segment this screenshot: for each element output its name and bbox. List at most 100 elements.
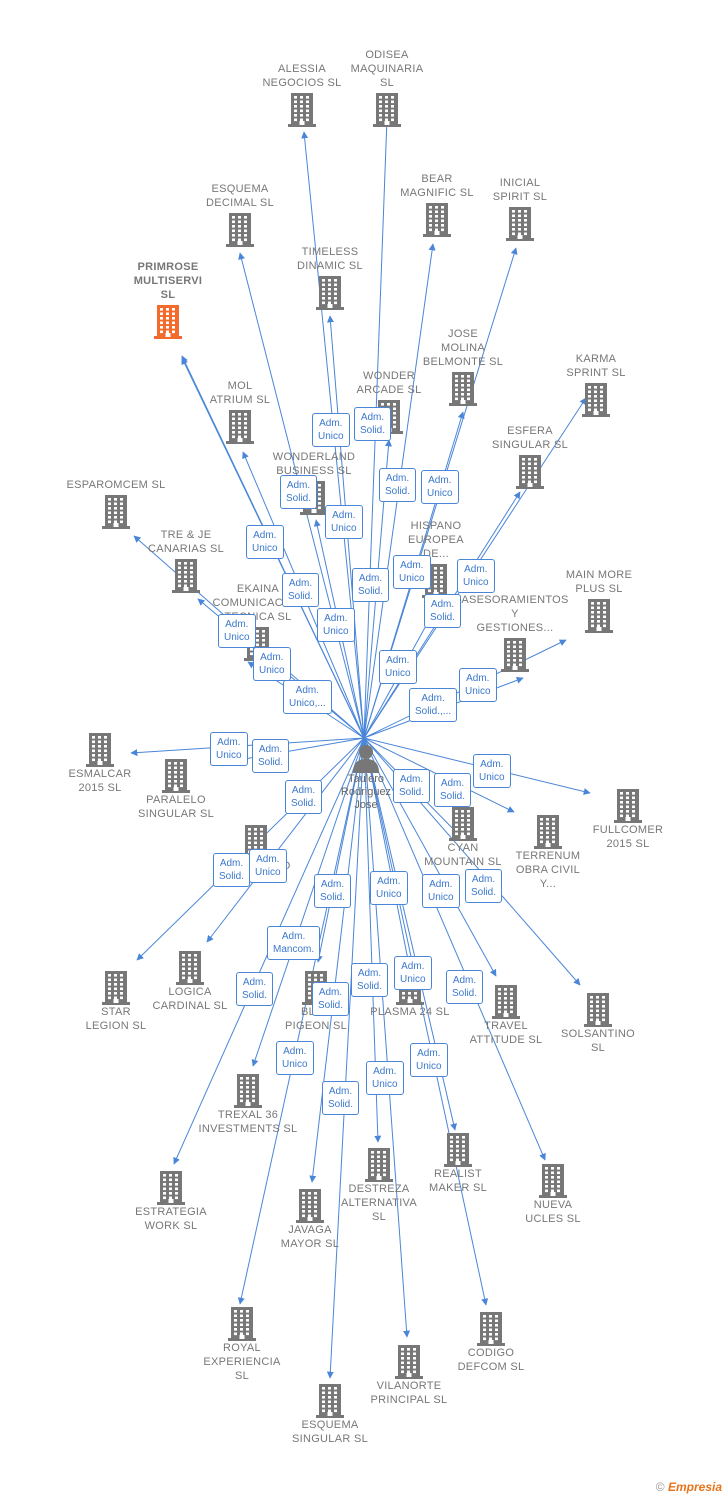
role-label-r1[interactable]: Adm. Unico: [312, 413, 350, 447]
building-icon: [226, 410, 254, 444]
role-label-r18[interactable]: Adm. Unico: [459, 668, 497, 702]
role-label-r30[interactable]: Adm. Unico: [422, 874, 460, 908]
building-icon: [584, 993, 612, 1027]
role-label-r19[interactable]: Adm. Solid.,...: [409, 688, 458, 722]
role-label-r34[interactable]: Adm. Solid.: [312, 982, 350, 1016]
company-node-alessia[interactable]: ALESSIA NEGOCIOS SL: [247, 62, 357, 127]
role-label-r2[interactable]: Adm. Solid.: [354, 407, 392, 441]
role-label-r26[interactable]: Adm. Solid.: [213, 853, 251, 887]
role-label-r6[interactable]: Adm. Unico: [421, 470, 459, 504]
person-icon: [353, 745, 379, 773]
brand-logo[interactable]: Empresia: [667, 1480, 722, 1494]
company-node-odisea[interactable]: ODISEA MAQUINARIA SL: [332, 48, 442, 127]
company-node-terrenum[interactable]: TERRENUM OBRA CIVIL Y...: [493, 815, 603, 891]
company-name: MAIN MORE PLUS SL: [565, 569, 633, 595]
company-node-bear[interactable]: BEAR MAGNIFIC SL: [382, 172, 492, 237]
company-node-solsantino[interactable]: SOLSANTINO SL: [543, 993, 653, 1055]
company-node-fullcomer[interactable]: FULLCOMER 2015 SL: [573, 789, 683, 851]
center-person-node[interactable]: Taulero Rodriguez Jose: [326, 740, 406, 812]
role-label-r9[interactable]: Adm. Unico: [317, 608, 355, 642]
role-label-r32[interactable]: Adm. Mancom.: [267, 926, 321, 960]
role-label-r11[interactable]: Adm. Unico: [393, 555, 431, 589]
role-label-r7[interactable]: Adm. Unico: [246, 525, 284, 559]
building-icon: [176, 951, 204, 985]
role-label-r35[interactable]: Adm. Solid.: [351, 963, 389, 997]
building-icon: [102, 971, 130, 1005]
company-name: TREXAL 36 INVESTMENTS SL: [198, 1109, 298, 1135]
company-node-destreza[interactable]: DESTREZA ALTERNATIVA SL: [324, 1148, 434, 1224]
company-name: ESQUEMA SINGULAR SL: [291, 1419, 369, 1445]
company-node-mol[interactable]: MOL ATRIUM SL: [185, 379, 295, 444]
role-label-r40[interactable]: Adm. Unico: [410, 1043, 448, 1077]
role-label-r10[interactable]: Adm. Solid.: [352, 568, 390, 602]
company-node-star[interactable]: STAR LEGION SL: [61, 971, 171, 1033]
role-label-r16[interactable]: Adm. Unico,...: [283, 680, 332, 714]
role-label-r37[interactable]: Adm. Solid.: [446, 970, 484, 1004]
role-label-r12[interactable]: Adm. Solid.: [424, 594, 462, 628]
company-name: HISPANO EUROPEA DE...: [408, 520, 464, 560]
role-label-r27[interactable]: Adm. Unico: [249, 849, 287, 883]
role-label-r33[interactable]: Adm. Solid.: [236, 972, 274, 1006]
company-node-codigo[interactable]: CODIGO DEFCOM SL: [436, 1312, 546, 1374]
company-node-realist[interactable]: REALIST MAKER SL: [403, 1133, 513, 1195]
role-label-r20[interactable]: Adm. Unico: [210, 732, 248, 766]
company-name: CYAN MOUNTAIN SL: [424, 842, 502, 868]
company-node-vilanorte[interactable]: VILANORTE PRINCIPAL SL: [354, 1345, 464, 1407]
company-node-esquema-dec[interactable]: ESQUEMA DECIMAL SL: [185, 182, 295, 247]
company-name: ESMALCAR 2015 SL: [68, 768, 132, 794]
role-label-r3[interactable]: Adm. Solid.: [280, 475, 318, 509]
company-node-nueva[interactable]: NUEVA UCLES SL: [498, 1164, 608, 1226]
company-node-mainmore[interactable]: MAIN MORE PLUS SL: [544, 568, 654, 633]
role-label-r39[interactable]: Adm. Unico: [366, 1061, 404, 1095]
role-label-r25[interactable]: Adm. Unico: [473, 754, 511, 788]
role-label-r24[interactable]: Adm. Solid.: [434, 773, 472, 807]
edge-27: [315, 737, 365, 963]
building-icon: [477, 1312, 505, 1346]
role-label-r15[interactable]: Adm. Unico: [457, 559, 495, 593]
company-name: WONDER ARCADE SL: [356, 370, 422, 396]
company-node-inicial[interactable]: INICIAL SPIRIT SL: [465, 176, 575, 241]
company-name: FULLCOMER 2015 SL: [592, 824, 664, 850]
company-node-esmalcar[interactable]: ESMALCAR 2015 SL: [45, 733, 155, 795]
company-node-timeless[interactable]: TIMELESS DINAMIC SL: [275, 245, 385, 310]
role-label-r8[interactable]: Adm. Solid.: [282, 573, 320, 607]
role-label-r28[interactable]: Adm. Solid.: [314, 874, 352, 908]
company-node-logica[interactable]: LOGICA CARDINAL SL: [135, 951, 245, 1013]
role-label-r38[interactable]: Adm. Unico: [276, 1041, 314, 1075]
building-icon: [86, 733, 114, 767]
role-label-r23[interactable]: Adm. Solid.: [393, 769, 431, 803]
company-name: TRAVEL ATTITUDE SL: [469, 1020, 543, 1046]
building-icon: [506, 207, 534, 241]
role-label-r21[interactable]: Adm. Solid.: [252, 739, 290, 773]
company-node-estrategia[interactable]: ESTRATEGIA WORK SL: [116, 1171, 226, 1233]
role-label-r4[interactable]: Adm. Unico: [325, 505, 363, 539]
role-label-r41[interactable]: Adm. Solid.: [322, 1081, 360, 1115]
company-node-cyan[interactable]: CYAN MOUNTAIN SL: [408, 807, 518, 869]
company-node-paralelo[interactable]: PARALELO SINGULAR SL: [121, 759, 231, 821]
company-node-esparomcem[interactable]: ESPAROMCEM SL: [61, 478, 171, 529]
company-node-javaga[interactable]: JAVAGA MAYOR SL: [255, 1189, 365, 1251]
company-node-royal[interactable]: ROYAL EXPERIENCIA SL: [187, 1307, 297, 1383]
company-node-jose-molina[interactable]: JOSE MOLINA BELMONTE SL: [408, 327, 518, 406]
role-label-r22[interactable]: Adm. Solid.: [285, 780, 323, 814]
company-node-primrose[interactable]: PRIMROSE MULTISERVI SL: [113, 260, 223, 339]
role-label-r14[interactable]: Adm. Unico: [253, 647, 291, 681]
company-name: KARMA SPRINT SL: [566, 353, 626, 379]
role-label-r17[interactable]: Adm. Unico: [379, 650, 417, 684]
company-node-asesor[interactable]: ASESORAMIENTOS Y GESTIONES...: [460, 593, 570, 672]
role-label-r36[interactable]: Adm. Unico: [394, 956, 432, 990]
company-name: BEAR MAGNIFIC SL: [400, 173, 474, 199]
role-label-r5[interactable]: Adm. Solid.: [379, 468, 417, 502]
role-label-r31[interactable]: Adm. Solid.: [465, 869, 503, 903]
company-node-treje[interactable]: TRE & JE CANARIAS SL: [131, 528, 241, 593]
building-icon: [102, 495, 130, 529]
company-node-trexal[interactable]: TREXAL 36 INVESTMENTS SL: [193, 1074, 303, 1136]
company-node-travel[interactable]: TRAVEL ATTITUDE SL: [451, 985, 561, 1047]
role-label-r29[interactable]: Adm. Unico: [370, 871, 408, 905]
company-name: TERRENUM OBRA CIVIL Y...: [515, 850, 581, 890]
company-node-esquema-sing[interactable]: ESQUEMA SINGULAR SL: [275, 1384, 385, 1446]
company-name: PRIMROSE MULTISERVI SL: [133, 261, 203, 301]
company-node-karma[interactable]: KARMA SPRINT SL: [541, 352, 651, 417]
role-label-r13[interactable]: Adm. Unico: [218, 614, 256, 648]
company-node-esfera[interactable]: ESFERA SINGULAR SL: [475, 424, 585, 489]
